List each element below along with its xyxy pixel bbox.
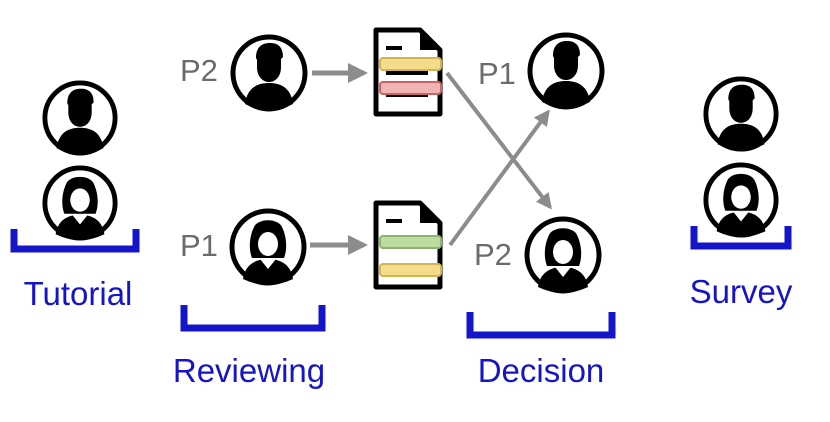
- document-icon: [376, 30, 441, 114]
- reviewing-bracket: [180, 305, 326, 332]
- document-icon: [376, 203, 441, 287]
- survey-bracket: [690, 226, 792, 250]
- phase-label-survey: Survey: [690, 273, 793, 310]
- participant-label-reviewer-top: P2: [180, 53, 218, 88]
- participant-label-reviewer-bottom: P1: [180, 228, 218, 263]
- person-female-icon: [706, 165, 776, 237]
- highlight-yellow: [379, 57, 442, 71]
- person-female-icon: [45, 168, 115, 240]
- tutorial-bracket: [10, 229, 140, 253]
- highlight-green: [379, 235, 442, 249]
- person-female-icon: [527, 219, 599, 293]
- person-male-icon: [233, 37, 305, 110]
- participant-label-decider-bottom: P2: [474, 237, 512, 272]
- decision-bracket: [466, 312, 616, 339]
- highlight-red: [379, 81, 442, 95]
- person-female-icon: [232, 211, 304, 285]
- person-male-icon: [706, 79, 776, 150]
- person-male-icon: [45, 83, 115, 154]
- person-male-icon: [530, 35, 602, 108]
- phase-label-tutorial: Tutorial: [24, 275, 133, 312]
- phase-label-decision: Decision: [478, 352, 605, 389]
- participant-label-decider-top: P1: [478, 56, 516, 91]
- arrow-icon: [448, 109, 550, 247]
- phase-label-reviewing: Reviewing: [173, 352, 325, 389]
- arrow-icon: [445, 71, 552, 210]
- highlight-yellow: [379, 263, 442, 277]
